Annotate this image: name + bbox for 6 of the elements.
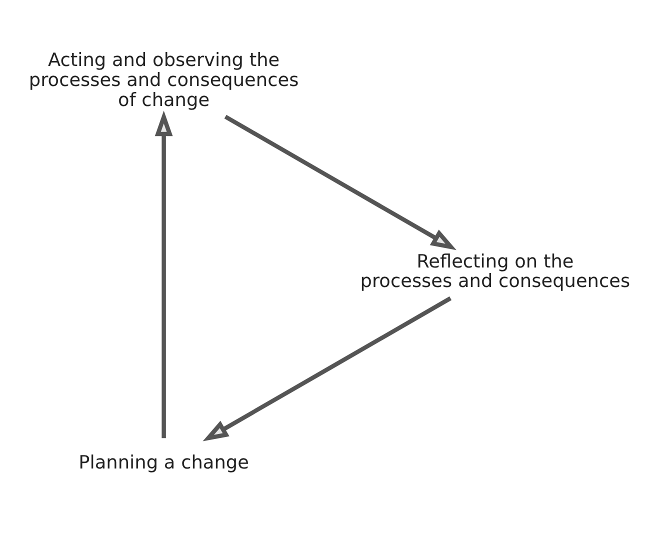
arrow <box>224 114 456 250</box>
node-text: Acting and observing the processes and consequences of change <box>28 50 299 110</box>
node-text: Reflecting on the processes and consequences <box>360 250 630 292</box>
arrow <box>154 110 173 438</box>
node-text: Planning a change <box>78 452 249 474</box>
arrow <box>202 296 452 441</box>
